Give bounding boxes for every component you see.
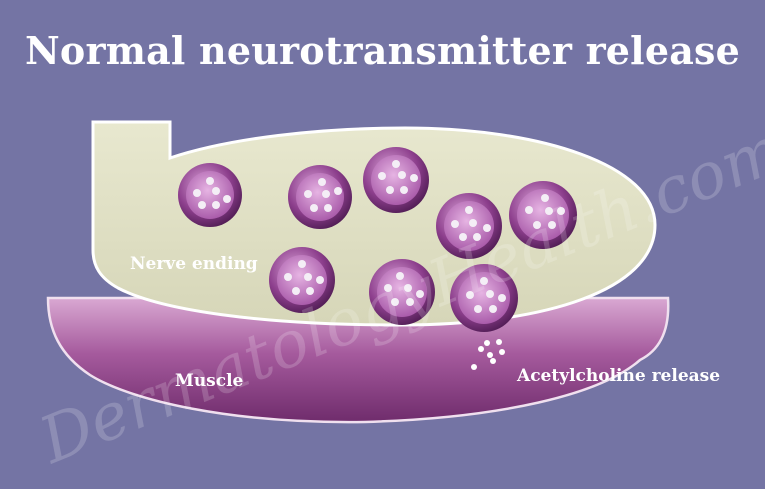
muscle-label: Muscle (175, 371, 244, 391)
vesicle (288, 165, 352, 229)
vesicle (269, 247, 335, 313)
vesicle (369, 259, 435, 325)
vesicle (436, 193, 502, 259)
nerve-ending (91, 120, 657, 327)
vesicle (363, 147, 429, 213)
vesicle (178, 163, 242, 227)
muscle-band (46, 296, 670, 424)
vesicle (450, 264, 518, 332)
nerve-ending-label: Nerve ending (130, 254, 258, 274)
acetylcholine-molecules (471, 339, 505, 370)
diagram-title: Normal neurotransmitter release (25, 28, 740, 73)
vesicle (509, 181, 577, 249)
acetylcholine-release-label: Acetylcholine release (517, 366, 721, 386)
